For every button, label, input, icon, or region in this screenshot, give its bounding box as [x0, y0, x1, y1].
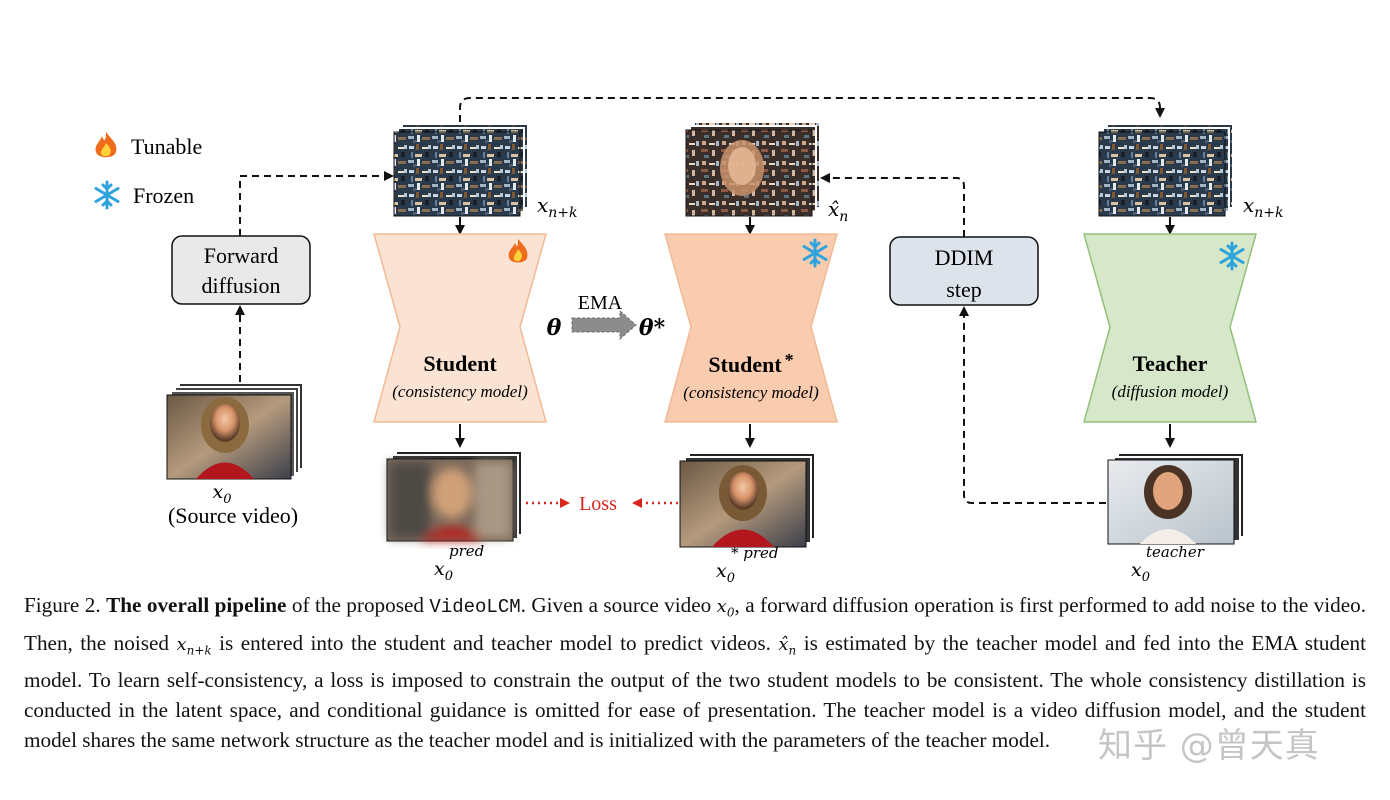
- student-star-model: Student* (consistency model): [664, 233, 838, 423]
- teacher-model: Teacher (diffusion model): [1083, 233, 1257, 423]
- teacher-pred-frame: [1107, 459, 1235, 545]
- student-star-pred-frame: [679, 460, 807, 548]
- teacher-subtitle: (diffusion model): [1112, 382, 1229, 401]
- x0-star-pred-label: x0* pred: [716, 544, 779, 586]
- source-video-stack: [166, 382, 304, 480]
- source-video-label: (Source video): [168, 503, 298, 528]
- figure-caption: Figure 2. The overall pipeline of the pr…: [24, 590, 1366, 755]
- source-video-frame: [166, 394, 292, 480]
- legend: Tunable Frozen: [94, 132, 202, 210]
- ddim-line2: step: [946, 277, 981, 302]
- ddim-line1: DDIM: [935, 245, 994, 270]
- teacher-pred-stack: [1107, 452, 1245, 545]
- legend-tunable-label: Tunable: [131, 134, 202, 159]
- flame-icon: [508, 239, 528, 263]
- ddim-step-box: DDIM step: [889, 236, 1039, 306]
- x-nk-label-teacher: xn+k: [1243, 193, 1284, 221]
- caption-figure-number: Figure 2.: [24, 593, 101, 617]
- caption-xnk: xn+k: [176, 633, 212, 658]
- snowflake-icon: [802, 238, 828, 268]
- student-star-title: Student*: [708, 350, 793, 377]
- student-title: Student: [423, 351, 497, 376]
- student-pred-frame: [386, 458, 514, 542]
- caption-text-2: . Given a source video: [520, 593, 712, 617]
- caption-text-4: is entered into the student and teacher …: [219, 630, 771, 655]
- caption-text-3: , a forward diffusion operation is first…: [24, 593, 1367, 655]
- noisy-input-stack-teacher: [1098, 123, 1234, 217]
- student-star-pred-stack: [679, 452, 816, 548]
- x0-teacher-label: x0teacher: [1131, 543, 1205, 585]
- ema-transfer: EMA θ θ*: [547, 292, 666, 341]
- xhat-stack: [685, 121, 821, 217]
- caption-xhat: x̂n: [778, 633, 797, 658]
- xhat-frame: [685, 129, 813, 217]
- noisy-input-stack-student: [393, 123, 529, 217]
- legend-frozen-label: Frozen: [133, 183, 194, 208]
- theta-star-label: θ*: [639, 315, 666, 341]
- x0-pred-label: x0pred: [434, 542, 484, 584]
- arrow-forward-to-noisy: [239, 171, 394, 236]
- pipeline-diagram: Tunable Frozen x0 (Source video) Forward…: [94, 97, 1284, 586]
- snowflake-icon: [1219, 241, 1245, 271]
- caption-bold: The overall pipeline: [106, 593, 287, 617]
- student-subtitle: (consistency model): [392, 382, 528, 401]
- caption-text-5: is estimated by the teacher model and fe…: [24, 630, 1366, 753]
- student-pred-stack: [386, 450, 523, 542]
- forward-line1: Forward: [204, 243, 279, 268]
- caption-x0: x0: [716, 596, 735, 620]
- teacher-title: Teacher: [1133, 351, 1208, 376]
- ema-label: EMA: [578, 292, 623, 314]
- x-hat-label: x̂n: [828, 197, 848, 225]
- watermark: 知乎 @曾天真: [1098, 726, 1320, 766]
- theta-label: θ: [547, 315, 562, 341]
- student-star-subtitle: (consistency model): [683, 383, 819, 402]
- forward-diffusion-box: Forward diffusion: [171, 235, 311, 305]
- loss-label: Loss: [579, 493, 617, 515]
- caption-videolcm: VideoLCM: [429, 596, 521, 618]
- snowflake-icon: [94, 180, 120, 210]
- student-model: Student (consistency model): [373, 233, 547, 423]
- arrow-teacher-pred-to-ddim: [959, 306, 1106, 504]
- x-nk-label-student: xn+k: [537, 193, 578, 221]
- arrow-noisy-to-teacher: [459, 97, 1165, 122]
- x0-source-label: x0: [213, 481, 232, 507]
- arrow-ddim-to-xhat: [820, 173, 965, 237]
- caption-text-1: of the proposed: [291, 593, 424, 617]
- flame-icon: [95, 132, 117, 158]
- ema-arrow: [571, 309, 637, 341]
- forward-line2: diffusion: [201, 273, 280, 298]
